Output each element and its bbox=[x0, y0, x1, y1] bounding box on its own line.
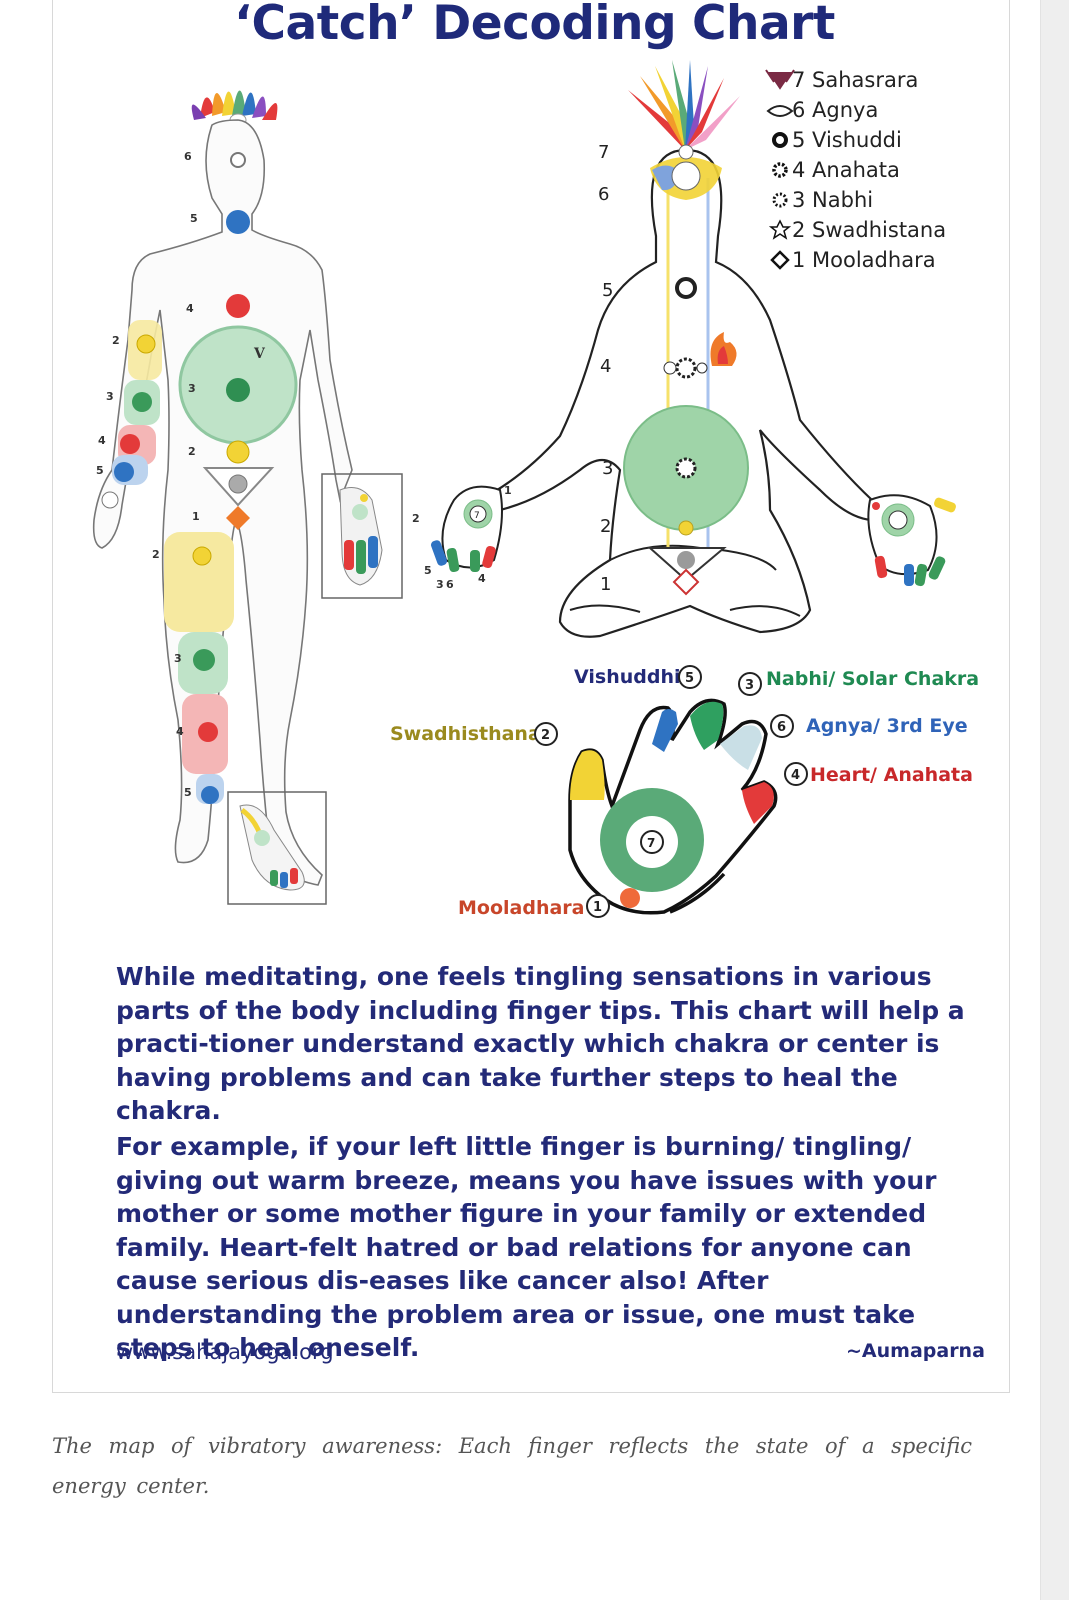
seated-num-1: 1 bbox=[600, 574, 611, 595]
paragraph-example: For example, if your left little finger … bbox=[116, 1132, 937, 1362]
sf-num-4: 4 bbox=[186, 302, 194, 315]
paragraph-meditation: While meditating, one feels tingling sen… bbox=[116, 962, 965, 1125]
nabhi-icon bbox=[772, 192, 788, 208]
chart-title: ‘Catch’ Decoding Chart bbox=[234, 0, 835, 51]
sf-mark-v: V bbox=[253, 346, 266, 362]
sf-arm-num-5: 5 bbox=[96, 464, 104, 477]
swadhistana-icon bbox=[768, 219, 792, 240]
sf-arm-num-3: 3 bbox=[106, 390, 114, 403]
seated-left-hand: 7 1 2 5 3 6 4 bbox=[412, 484, 512, 591]
hand-label-heart: Heart/ Anahata bbox=[810, 764, 973, 786]
sf-leg-num-2: 2 bbox=[152, 548, 160, 561]
badge-1: 1 bbox=[593, 900, 602, 915]
legend-label-nabhi: 3 Nabhi bbox=[792, 188, 873, 212]
legend-anahata: 4 Anahata bbox=[772, 158, 900, 182]
sf-num-3: 3 bbox=[188, 382, 196, 395]
seated-num-3: 3 bbox=[602, 458, 613, 479]
badge-2-circle bbox=[534, 722, 558, 746]
sf-leg-num-4: 4 bbox=[176, 725, 184, 738]
seated-right-hand bbox=[867, 494, 956, 587]
legend-swadhistana: 2 Swadhistana bbox=[768, 218, 946, 242]
standing-figure: 6 5 4 2 3 4 5 3 2 1 2 3 4 5 V bbox=[92, 90, 403, 905]
hand-label-vishuddhi: Vishuddhi bbox=[574, 666, 681, 688]
hand-label-agnya: Agnya/ 3rd Eye bbox=[806, 715, 968, 737]
left-hand-num-4: 4 bbox=[478, 572, 486, 585]
legend-mooladhara: 1 Mooladhara bbox=[770, 248, 936, 272]
badge-6: 6 bbox=[777, 720, 786, 735]
sf-arm-num-2: 2 bbox=[112, 334, 120, 347]
legend-label-mooladhara: 1 Mooladhara bbox=[792, 248, 936, 272]
hand-label-nabhi: Nabhi/ Solar Chakra bbox=[766, 668, 979, 690]
left-hand-num-5: 5 bbox=[424, 564, 432, 577]
chakra-diagram: 6 5 4 2 3 4 5 3 2 1 2 3 4 5 V bbox=[92, 60, 979, 919]
badge-2: 2 bbox=[541, 728, 550, 743]
mooladhara-chakra-icon bbox=[672, 568, 700, 596]
website-link[interactable]: www.sahajayoga.org bbox=[116, 1340, 334, 1364]
badge-4: 4 bbox=[791, 768, 800, 783]
left-hand-num-1: 1 bbox=[504, 484, 512, 497]
badge-3: 3 bbox=[745, 678, 754, 693]
seated-num-2: 2 bbox=[600, 516, 611, 537]
left-hand-num-3: 3 bbox=[436, 578, 444, 591]
seated-num-5: 5 bbox=[602, 280, 613, 301]
legend-label-anahata: 4 Anahata bbox=[792, 158, 900, 182]
anahata-chakra-icon bbox=[663, 357, 708, 379]
sahasrara-icon bbox=[765, 69, 795, 90]
left-hand-badge-7: 7 bbox=[474, 511, 480, 521]
mooladhara-icon bbox=[770, 250, 790, 270]
badge-1-circle bbox=[586, 894, 610, 918]
sf-arm-num-4: 4 bbox=[98, 434, 106, 447]
image-caption: The map of vibratory awareness: Each fin… bbox=[52, 1434, 972, 1498]
swadhistana-chakra-icon bbox=[678, 520, 694, 536]
agnya-icon bbox=[766, 105, 794, 117]
left-hand-num-6: 6 bbox=[446, 578, 454, 591]
legend-sahasrara: 7 Sahasrara bbox=[765, 68, 918, 92]
sf-num-2: 2 bbox=[188, 445, 196, 458]
badge-4-circle bbox=[784, 762, 808, 786]
sf-leg-num-5: 5 bbox=[184, 786, 192, 799]
anahata-icon bbox=[772, 162, 788, 178]
author-credit: ~Aumaparna bbox=[846, 1340, 985, 1362]
hand-label-mooladhara: Mooladhara bbox=[458, 897, 585, 919]
legend-label-sahasrara: 7 Sahasrara bbox=[792, 68, 918, 92]
hand-label-swadhisthana: Swadhisthana bbox=[390, 723, 541, 745]
foot-inset-box bbox=[227, 791, 327, 905]
badge-5-circle bbox=[678, 665, 702, 689]
sf-leg-num-3: 3 bbox=[174, 652, 182, 665]
left-hand-num-2: 2 bbox=[412, 512, 420, 525]
legend-agnya: 6 Agnya bbox=[766, 98, 878, 122]
sahasrara-crown-icon bbox=[628, 60, 740, 150]
page-scrollbar[interactable] bbox=[1040, 0, 1069, 1600]
sf-num-6: 6 bbox=[184, 150, 192, 163]
legend-label-swadhistana: 2 Swadhistana bbox=[792, 218, 946, 242]
flame-icon bbox=[710, 332, 737, 366]
seated-figure: 7 6 5 4 3 2 1 7 1 2 5 3 6 4 bbox=[412, 60, 956, 638]
seated-num-4: 4 bbox=[600, 356, 611, 377]
badge-3-circle bbox=[738, 672, 762, 696]
nabhi-chakra-icon bbox=[675, 457, 697, 479]
chakra-legend: 7 Sahasrara 6 Agnya 5 Vishuddi 4 Anahata… bbox=[765, 68, 946, 272]
hand-inset-box bbox=[321, 473, 403, 599]
seated-num-7: 7 bbox=[598, 142, 609, 163]
legend-vishuddi: 5 Vishuddi bbox=[772, 128, 902, 152]
palm-badge-7: 7 bbox=[647, 836, 655, 850]
big-hand-diagram: 7 Vishuddhi 5 3 Nabhi/ Solar Chakra 6 Ag… bbox=[390, 665, 979, 919]
sf-num-1: 1 bbox=[192, 510, 200, 523]
badge-5: 5 bbox=[685, 671, 694, 686]
sf-num-5: 5 bbox=[190, 212, 198, 225]
wrist-orange-dot bbox=[620, 888, 640, 908]
legend-nabhi: 3 Nabhi bbox=[772, 188, 873, 212]
legend-label-vishuddi: 5 Vishuddi bbox=[792, 128, 902, 152]
vishuddi-icon bbox=[772, 132, 788, 148]
legend-label-agnya: 6 Agnya bbox=[792, 98, 878, 122]
seated-num-6: 6 bbox=[598, 184, 609, 205]
badge-6-circle bbox=[770, 714, 794, 738]
vishuddhi-chakra-icon bbox=[675, 277, 697, 299]
